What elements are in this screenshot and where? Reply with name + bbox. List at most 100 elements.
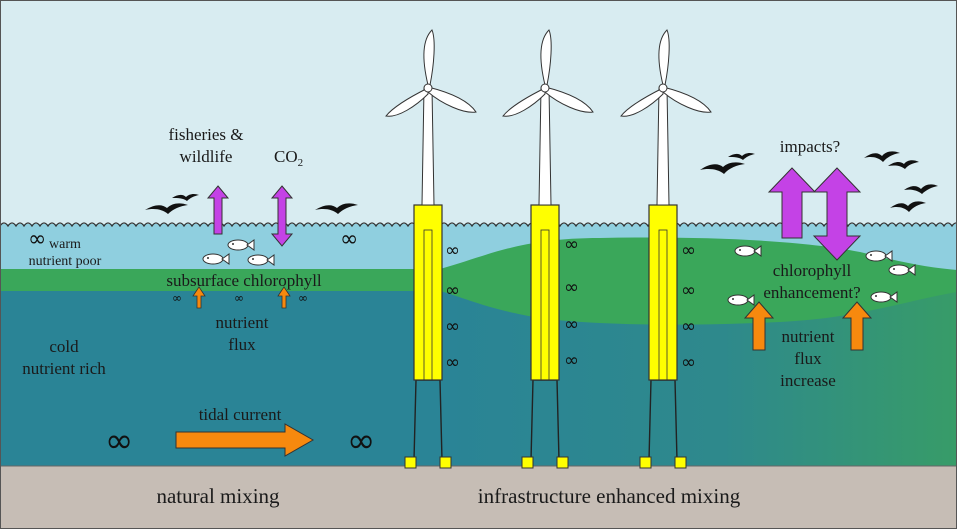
eddy-symbol: ∞ bbox=[347, 421, 375, 461]
birds bbox=[145, 151, 938, 214]
fish-icon bbox=[727, 294, 755, 306]
eddy-symbol: ∞ bbox=[681, 240, 696, 261]
chlorophyll-enhancement-label-line2: enhancement? bbox=[763, 283, 860, 302]
fisheries-label-line2: wildlife bbox=[180, 147, 233, 166]
warm-label-line1: warm bbox=[49, 237, 81, 252]
turbine-blade bbox=[502, 87, 546, 117]
turbine-mast bbox=[538, 87, 552, 206]
turbine-blade bbox=[423, 29, 435, 86]
nutrient-flux-label-line1: nutrient bbox=[216, 313, 269, 332]
bird-icon bbox=[700, 162, 745, 174]
eddy-symbol: ∞ bbox=[564, 277, 579, 298]
eddy-symbol: ∞ bbox=[564, 350, 579, 371]
tidal-current-arrow bbox=[175, 423, 315, 457]
turbine-blade bbox=[544, 86, 594, 113]
bird-icon bbox=[145, 203, 188, 214]
bird-icon bbox=[904, 184, 938, 194]
flux-increase-arrow bbox=[743, 301, 775, 351]
eddy-symbol: ∞ bbox=[445, 240, 460, 261]
flux-increase-label-line3: increase bbox=[780, 371, 836, 390]
eddy-symbol: ∞ bbox=[681, 280, 696, 301]
bird-icon bbox=[864, 151, 900, 162]
fish-icon bbox=[888, 264, 916, 276]
eddy-symbols: ∞ ∞ ∞ ∞ ∞ ∞ ∞ ∞ ∞ ∞ ∞ ∞ ∞ ∞ ∞ ∞ ∞ ∞ ∞ bbox=[28, 227, 696, 461]
eddy-symbol: ∞ bbox=[340, 227, 358, 252]
fish-icon bbox=[247, 254, 275, 266]
flux-arrow-small bbox=[192, 286, 206, 309]
turbine-mast bbox=[421, 87, 435, 206]
eddy-symbol: ∞ bbox=[28, 227, 46, 252]
chlorophyll-enhancement-label-line1: chlorophyll bbox=[773, 261, 852, 280]
turbine-foot bbox=[521, 456, 534, 469]
turbine-hub bbox=[423, 83, 433, 93]
turbine-inner bbox=[658, 229, 668, 381]
flux-increase-label-line2: flux bbox=[794, 349, 822, 368]
bird-icon bbox=[315, 203, 358, 214]
eddy-symbol: ∞ bbox=[564, 314, 579, 335]
turbine-blade bbox=[658, 29, 670, 86]
tidal-current-label: tidal current bbox=[199, 405, 282, 424]
turbine-2 bbox=[502, 29, 594, 469]
seabed bbox=[0, 466, 957, 529]
flux-increase-label-line1: nutrient bbox=[782, 327, 835, 346]
bird-icon bbox=[888, 160, 919, 169]
bird-icon bbox=[890, 201, 926, 212]
warm-label-line2: nutrient poor bbox=[29, 254, 102, 269]
eddy-symbol: ∞ bbox=[564, 234, 579, 255]
cold-label-line1: cold bbox=[49, 337, 79, 356]
double-arrow-co2 bbox=[270, 185, 294, 247]
turbine-blade bbox=[620, 87, 664, 117]
subsurface-chlorophyll-label: subsurface chlorophyll bbox=[166, 271, 322, 290]
nutrient-flux-label-line2: flux bbox=[228, 335, 256, 354]
sky bbox=[0, 0, 957, 228]
up-arrow-fisheries bbox=[206, 185, 230, 235]
turbine-foot bbox=[404, 456, 417, 469]
fish-icon bbox=[202, 253, 230, 265]
subsurface-chlorophyll-band bbox=[0, 269, 442, 291]
impacts-label: impacts? bbox=[780, 137, 840, 156]
eddy-symbol: ∞ bbox=[172, 291, 182, 305]
eddy-symbol: ∞ bbox=[445, 280, 460, 301]
flux-increase-arrow bbox=[841, 301, 873, 351]
fish-icon bbox=[227, 239, 255, 251]
turbine-tower bbox=[648, 204, 678, 381]
eddy-symbol: ∞ bbox=[681, 316, 696, 337]
turbine-inner bbox=[423, 229, 433, 381]
co2-label: CO2 bbox=[274, 147, 303, 169]
enhanced-mixing-region bbox=[440, 290, 957, 466]
eddy-symbol: ∞ bbox=[298, 291, 308, 305]
cold-label-line2: nutrient rich bbox=[22, 359, 106, 378]
turbine-blade bbox=[662, 86, 712, 113]
eddy-symbol: ∞ bbox=[234, 291, 244, 305]
double-arrow-impacts bbox=[812, 167, 862, 261]
turbine-mast bbox=[656, 87, 670, 206]
flux-arrow-small bbox=[277, 286, 291, 309]
turbine-foot bbox=[439, 456, 452, 469]
infrastructure-mixing-label: infrastructure enhanced mixing bbox=[478, 484, 741, 508]
turbine-inner bbox=[540, 229, 550, 381]
turbine-blade bbox=[540, 29, 552, 86]
bird-icon bbox=[172, 193, 199, 201]
enhanced-chlorophyll-band bbox=[440, 237, 957, 325]
turbine-blade bbox=[385, 87, 429, 117]
eddy-symbol: ∞ bbox=[445, 316, 460, 337]
fish-icon bbox=[865, 250, 893, 262]
eddy-symbol: ∞ bbox=[105, 421, 133, 461]
fisheries-label-line1: fisheries & bbox=[168, 125, 243, 144]
turbine-hub bbox=[540, 83, 550, 93]
fish-icon bbox=[734, 245, 762, 257]
fish-group bbox=[202, 239, 916, 306]
turbine-blade bbox=[427, 86, 477, 113]
turbine-tower bbox=[413, 204, 443, 381]
turbine-foot bbox=[556, 456, 569, 469]
fish-icon bbox=[870, 291, 898, 303]
up-arrow-impacts bbox=[767, 167, 817, 239]
turbine-foot bbox=[674, 456, 687, 469]
labels: fisheries & wildlife CO2 warm nutrient p… bbox=[22, 125, 860, 508]
turbine-1 bbox=[385, 29, 477, 469]
eddy-symbol: ∞ bbox=[681, 352, 696, 373]
turbine-3 bbox=[620, 29, 712, 469]
turbine-foot bbox=[639, 456, 652, 469]
